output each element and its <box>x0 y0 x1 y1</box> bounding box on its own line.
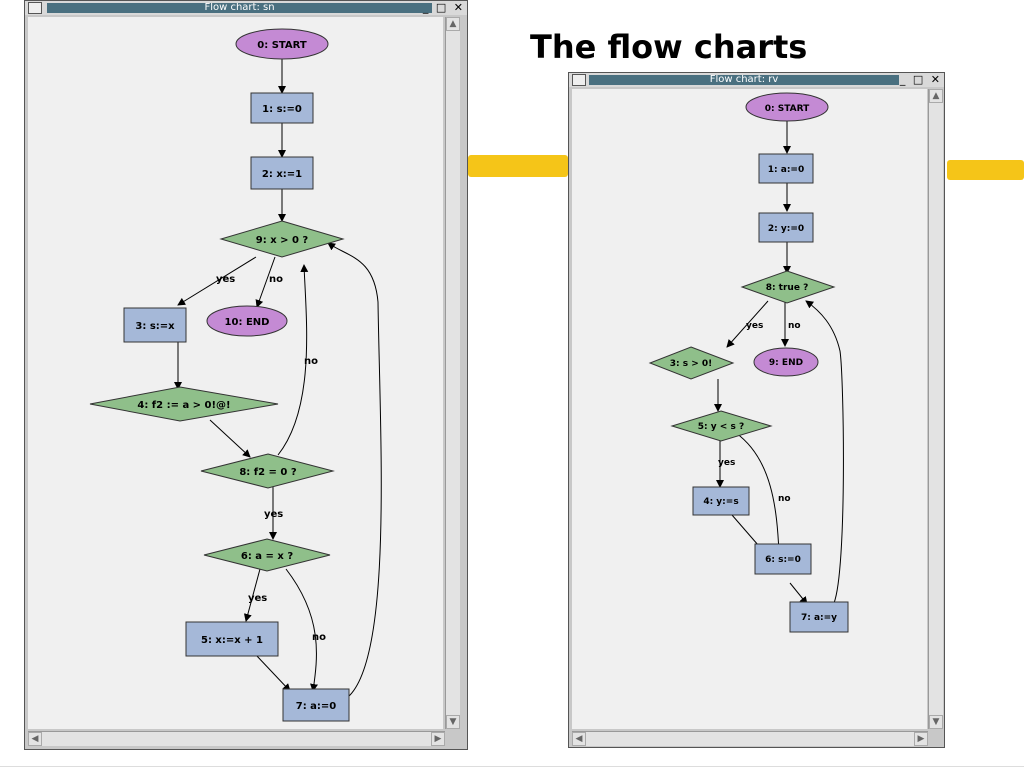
node-f2-eq-0[interactable] <box>200 453 335 489</box>
flowchart-nodes-sn: 0: START 1: s:=0 2: x:=1 9: x > 0 ? 3: s… <box>89 28 350 722</box>
edge-9-3-yes <box>177 256 257 306</box>
node-label: 7: a:=y <box>801 613 837 623</box>
window-menu-icon[interactable] <box>28 2 42 14</box>
flowchart-window-sn: Flow chart: sn _ □ ✕ <box>24 0 468 750</box>
scroll-up-icon[interactable]: ▲ <box>446 17 460 31</box>
node-label: 5: x:=x + 1 <box>201 635 263 646</box>
node-label: 9: END <box>769 358 803 368</box>
scroll-up-icon[interactable]: ▲ <box>929 89 943 103</box>
node-end[interactable] <box>753 347 819 377</box>
flowchart-nodes-rv: 0: START 1: a:=0 2: y:=0 8: true ? 3: s … <box>648 92 849 633</box>
vertical-scrollbar[interactable]: ▲ ▼ <box>928 89 943 729</box>
edge-7-9-loop <box>327 242 382 698</box>
scroll-left-icon[interactable]: ◀ <box>28 732 42 746</box>
horizontal-scrollbar[interactable]: ◀ ▶ <box>28 731 445 746</box>
node-label: 0: START <box>765 104 810 114</box>
node-label: 4: f2 := a > 0!@! <box>137 400 230 411</box>
edge-6-7-no <box>285 568 318 692</box>
node-label: 5: y < s ? <box>698 422 744 432</box>
node-x-gt-0[interactable] <box>219 220 345 258</box>
node-label: 1: s:=0 <box>262 104 302 115</box>
edge-label-no: no <box>312 632 326 643</box>
window-title: Flow chart: rv <box>589 75 899 85</box>
edge-5-6-no <box>735 432 783 554</box>
edge-label-yes: yes <box>718 458 735 468</box>
flowchart-diagram-sn <box>174 59 382 698</box>
edge-label-yes: yes <box>248 593 267 604</box>
node-label: 6: a = x ? <box>241 551 293 562</box>
node-start[interactable] <box>235 28 329 60</box>
node-s-assign[interactable] <box>250 92 314 124</box>
node-y-assign[interactable] <box>758 212 814 243</box>
edge-label-no: no <box>304 356 318 367</box>
edge-6-5-yes <box>243 568 261 622</box>
flowchart-canvas: 0: START 1: a:=0 2: y:=0 8: true ? 3: s … <box>572 89 927 729</box>
scroll-down-icon[interactable]: ▼ <box>929 715 943 729</box>
window-menu-icon[interactable] <box>572 74 586 86</box>
yellow-swoosh-left <box>468 155 568 177</box>
edge-label-yes: yes <box>264 509 283 520</box>
scroll-down-icon[interactable]: ▼ <box>446 715 460 729</box>
node-x-assign[interactable] <box>250 156 314 190</box>
node-end[interactable] <box>206 305 288 337</box>
node-label: 2: x:=1 <box>262 169 302 180</box>
node-s-reset[interactable] <box>754 543 812 575</box>
node-label: 0: START <box>257 40 307 51</box>
flowchart-canvas: 0: START 1: s:=0 2: x:=1 9: x > 0 ? 3: s… <box>28 17 443 729</box>
scroll-right-icon[interactable]: ▶ <box>914 732 928 746</box>
edge-4-8 <box>209 419 251 458</box>
window-controls[interactable]: _ □ ✕ <box>422 1 465 14</box>
flowchart-window-rv: Flow chart: rv _ □ ✕ <box>568 72 945 748</box>
node-a-reset[interactable] <box>282 688 350 722</box>
window-titlebar[interactable]: Flow chart: rv _ □ ✕ <box>569 73 944 87</box>
node-label: 3: s > 0! <box>670 359 713 369</box>
edge-label-yes: yes <box>746 321 763 331</box>
node-label: 8: true ? <box>766 283 809 293</box>
node-a-assign-y[interactable] <box>789 601 849 633</box>
node-a-eq-x[interactable] <box>203 538 331 572</box>
node-label: 9: x > 0 ? <box>256 235 309 246</box>
node-label: 10: END <box>225 317 270 328</box>
window-controls[interactable]: _ □ ✕ <box>899 73 942 86</box>
edge-8-9-no <box>277 264 309 456</box>
node-true-check[interactable] <box>740 270 836 304</box>
flowchart-diagram-rv <box>714 121 844 605</box>
scroll-left-icon[interactable]: ◀ <box>572 732 586 746</box>
node-y-lt-s[interactable] <box>670 410 773 442</box>
node-x-increment[interactable] <box>185 621 279 657</box>
node-a-assign[interactable] <box>758 153 814 184</box>
edge-6-7 <box>789 582 808 605</box>
edge-9-10-no <box>255 256 276 308</box>
window-title: Flow chart: sn <box>47 3 432 13</box>
node-label: 4: y:=s <box>703 497 738 507</box>
edge-7-8-loop <box>805 300 844 604</box>
node-label: 1: a:=0 <box>768 165 804 175</box>
horizontal-scrollbar[interactable]: ◀ ▶ <box>572 731 928 746</box>
node-label: 2: y:=0 <box>768 224 804 234</box>
edge-label-no: no <box>788 321 801 331</box>
node-label: 6: s:=0 <box>765 555 801 565</box>
edge-label-no: no <box>269 274 283 285</box>
node-s-gt-0[interactable] <box>648 346 735 380</box>
yellow-swoosh-right <box>947 160 1024 180</box>
node-start[interactable] <box>745 92 829 122</box>
scroll-right-icon[interactable]: ▶ <box>431 732 445 746</box>
node-label: 8: f2 = 0 ? <box>239 467 297 478</box>
edge-label-yes: yes <box>216 274 235 285</box>
node-y-assign-s[interactable] <box>692 486 750 516</box>
edge-8-3-yes <box>726 300 769 348</box>
node-f2-assign[interactable] <box>89 386 279 422</box>
window-titlebar[interactable]: Flow chart: sn _ □ ✕ <box>25 1 467 15</box>
vertical-scrollbar[interactable]: ▲ ▼ <box>445 17 460 729</box>
node-s-assign-x[interactable] <box>123 307 187 343</box>
slide-bottom-rule <box>0 766 1024 767</box>
node-label: 3: s:=x <box>135 321 175 332</box>
edge-5-7 <box>255 654 291 692</box>
node-label: 7: a:=0 <box>296 701 337 712</box>
edge-label-no: no <box>778 494 791 504</box>
slide-title: The flow charts <box>530 28 808 66</box>
